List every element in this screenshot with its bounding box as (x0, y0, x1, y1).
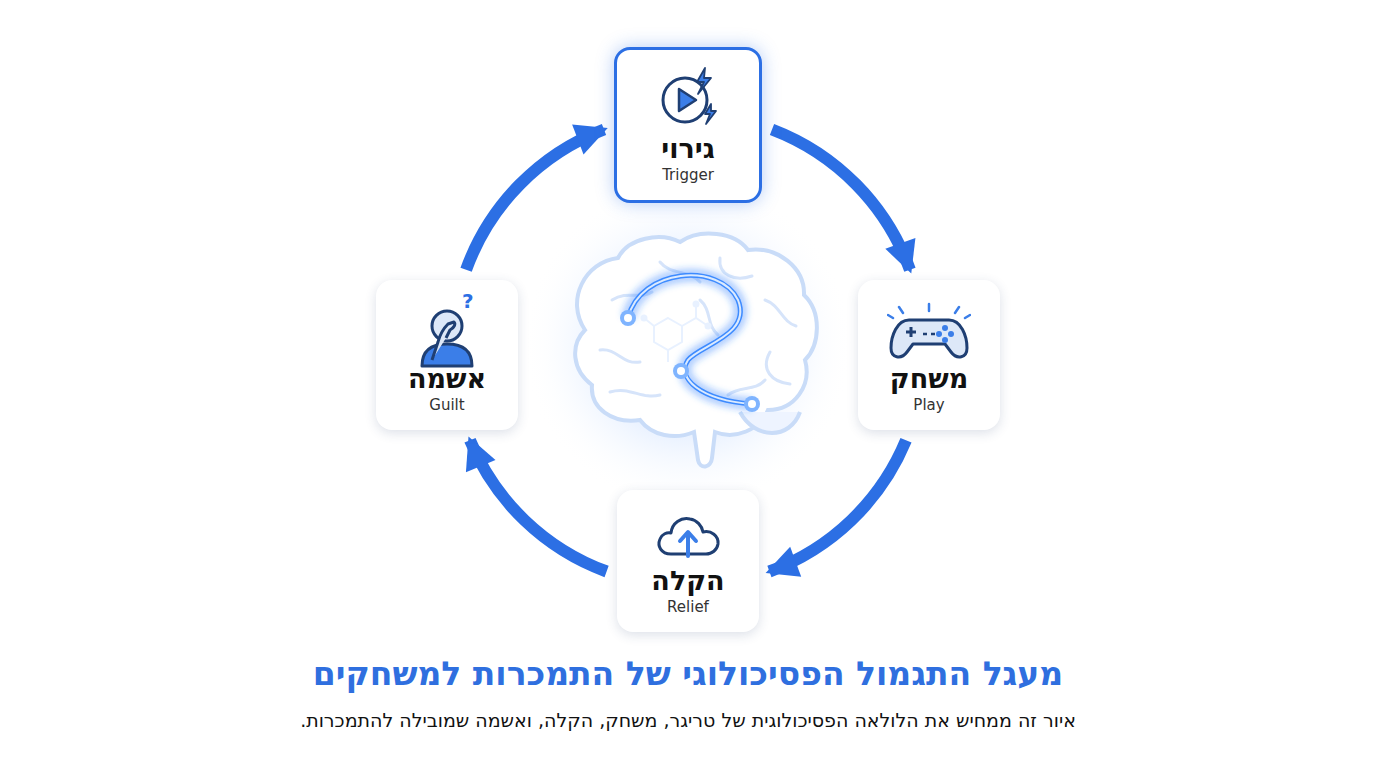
stage-box: הקלה Relief (617, 490, 759, 632)
question-mark: ? (462, 289, 474, 313)
gamepad-icon (887, 302, 971, 364)
stage-icon (887, 302, 971, 368)
stage-name-hebrew: גירוי (661, 133, 715, 164)
stage-name-english: Play (913, 396, 944, 414)
molecule (642, 302, 711, 363)
trigger-icon (653, 64, 723, 134)
stage-name-english: Trigger (662, 166, 714, 184)
stage-box: גירוי Trigger (614, 47, 762, 203)
neural-path (620, 275, 760, 412)
stage-name-english: Relief (667, 598, 709, 616)
cloud-upload-icon (653, 512, 723, 562)
stage-icon (653, 64, 723, 138)
stage-name-hebrew: הקלה (651, 565, 724, 596)
stage-name-hebrew: משחק (890, 363, 968, 394)
stage-box: משחק Play (858, 280, 1000, 430)
stage-box: אשמה Guilt (376, 280, 518, 430)
brain-outline (575, 234, 817, 467)
stage-name-english: Guilt (429, 396, 464, 414)
stage-name-hebrew: אשמה (408, 363, 486, 394)
diagram-caption: איור זה ממחיש את הלולאה הפסיכולוגית של ט… (0, 709, 1376, 731)
stage-icon (653, 512, 723, 566)
diagram-title: מעגל התגמול הפסיכולוגי של התמכרות למשחקי… (0, 654, 1376, 693)
